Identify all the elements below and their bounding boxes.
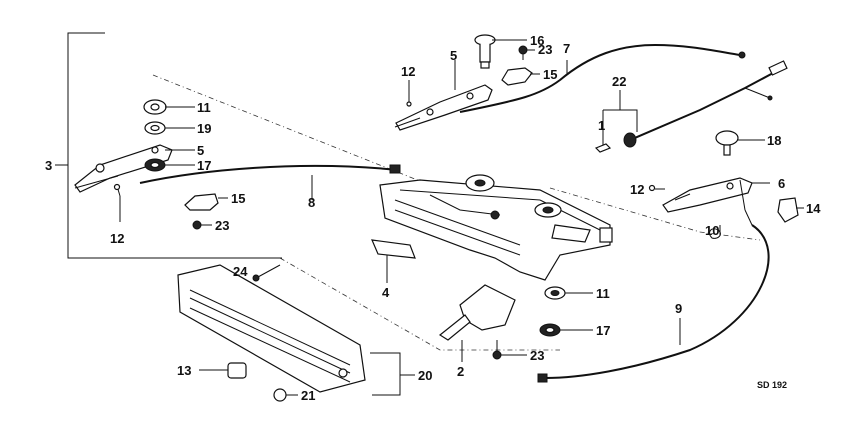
callout-10: 10 <box>705 223 719 238</box>
screw-23-upper <box>518 45 528 60</box>
callout-23-upper: 23 <box>538 42 552 57</box>
callout-23-center: 23 <box>530 348 544 363</box>
pin-12-right <box>648 184 656 192</box>
callout-21: 21 <box>301 388 315 403</box>
blower-switch-2 <box>438 284 516 362</box>
callout-18: 18 <box>767 133 781 148</box>
cable-7 <box>459 43 746 113</box>
callout-7: 7 <box>563 41 570 56</box>
knob-13 <box>227 362 247 379</box>
callout-labels: 1 2 3 4 5 5 6 7 8 9 10 11 11 12 12 12 13… <box>45 33 821 403</box>
callout-15-upper: 15 <box>543 67 557 82</box>
callout-19: 19 <box>197 121 211 136</box>
spring-10 <box>709 228 721 239</box>
callout-2: 2 <box>457 364 464 379</box>
callout-12-right: 12 <box>630 182 644 197</box>
knob-18 <box>715 130 739 156</box>
callout-5-left: 5 <box>197 143 204 158</box>
callout-22: 22 <box>612 74 626 89</box>
screw-23-left <box>192 220 202 230</box>
pin-12-upper <box>406 80 412 107</box>
connector-1 <box>594 143 612 153</box>
control-bracket-frame <box>379 174 613 281</box>
callout-9: 9 <box>675 301 682 316</box>
callout-8: 8 <box>308 195 315 210</box>
callout-14: 14 <box>806 201 821 216</box>
washer-17-left <box>144 158 166 172</box>
callout-11-left: 11 <box>197 100 211 115</box>
callout-12-left: 12 <box>110 231 124 246</box>
cable-8 <box>139 164 401 200</box>
callout-4: 4 <box>382 285 390 300</box>
clip-15-upper <box>501 67 533 86</box>
pin-12-left <box>113 183 121 222</box>
wire-harness-22 <box>602 60 788 148</box>
screw-24 <box>252 264 281 282</box>
bulb-21 <box>273 388 287 402</box>
upper-lever-assembly <box>394 60 493 131</box>
plate-4 <box>371 239 416 283</box>
callout-17-center: 17 <box>596 323 610 338</box>
washer-17-center <box>539 323 561 337</box>
screw-23-center <box>492 340 502 360</box>
assembly-dash-lines <box>152 74 761 351</box>
washer-11-center <box>544 286 566 300</box>
callout-3: 3 <box>45 158 52 173</box>
callout-15-left: 15 <box>231 191 245 206</box>
callout-5-upper: 5 <box>450 48 457 63</box>
callout-20: 20 <box>418 368 432 383</box>
cable-9 <box>537 224 770 383</box>
callout-1: 1 <box>598 118 605 133</box>
left-lever-assembly <box>74 144 173 193</box>
leader-lines <box>165 39 804 396</box>
callout-16: 16 <box>530 33 544 48</box>
callout-13: 13 <box>177 363 191 378</box>
callout-23-left: 23 <box>215 218 229 233</box>
bracket-3-lines <box>55 32 282 259</box>
clip-14 <box>777 197 799 223</box>
callout-12-upper: 12 <box>401 64 415 79</box>
diagram-code: SD 192 <box>757 380 787 390</box>
clip-15-left <box>184 193 219 211</box>
callout-6: 6 <box>778 176 785 191</box>
bushing-19 <box>144 121 166 135</box>
knob-16 <box>474 34 496 69</box>
callout-11-center: 11 <box>596 286 610 301</box>
callout-24: 24 <box>233 264 248 279</box>
washer-11-left <box>143 99 167 115</box>
right-lever-assembly <box>662 177 753 226</box>
callout-17-left: 17 <box>197 158 211 173</box>
face-panel-20 <box>177 264 401 396</box>
